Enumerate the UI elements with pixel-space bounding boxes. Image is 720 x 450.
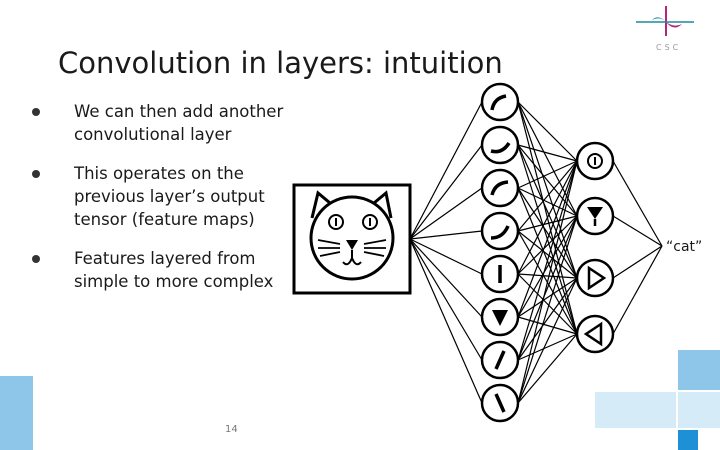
csc-logo: CSC bbox=[636, 6, 694, 52]
layer1-to-layer2-edge bbox=[517, 277, 578, 404]
deco-square-mid bbox=[678, 350, 720, 390]
cat-mouth bbox=[342, 255, 362, 266]
layer1-node-line bbox=[480, 254, 520, 294]
layer1-to-layer2-edge bbox=[517, 160, 578, 189]
layer2-node-eye bbox=[575, 141, 615, 181]
layer1-to-layer2-edge bbox=[517, 215, 578, 232]
layer1-to-layer2-edge bbox=[517, 333, 578, 361]
curve-icon bbox=[490, 225, 510, 240]
bullet-dot bbox=[32, 108, 40, 116]
layer1-to-layer2-edge bbox=[517, 316, 578, 335]
layer1-to-layer2-edge bbox=[517, 215, 578, 318]
layer1-to-layer2-edge bbox=[517, 215, 578, 361]
layer2-node-nose bbox=[575, 196, 615, 236]
slide-title: Convolution in layers: intuition bbox=[58, 46, 503, 80]
cat-face bbox=[309, 195, 395, 281]
layer1-to-layer2-edge bbox=[517, 101, 578, 217]
deco-square-dark bbox=[678, 430, 698, 450]
layer1-node-line bbox=[480, 383, 520, 423]
image-to-layer1-edge bbox=[409, 230, 483, 240]
image-to-layer1-edge bbox=[409, 101, 483, 240]
triangle-right-icon bbox=[587, 265, 607, 291]
triangle-left-icon bbox=[583, 321, 603, 347]
layer1-to-layer2-edge bbox=[517, 144, 578, 279]
layer1-to-layer2-edge bbox=[517, 215, 578, 275]
triangle-down-icon bbox=[492, 310, 508, 326]
bullet-list: We can then add another convolutional la… bbox=[28, 100, 298, 309]
layer2-node-ear-right bbox=[575, 258, 615, 298]
cat-whiskers bbox=[317, 239, 387, 257]
logo-swirl-icon bbox=[652, 17, 666, 22]
layer1-nodes bbox=[480, 82, 520, 423]
layer1-node-curve bbox=[480, 168, 520, 208]
network-edges bbox=[409, 101, 663, 404]
layer1-to-layer2-edge bbox=[517, 230, 578, 279]
layer1-to-layer2-edge bbox=[517, 160, 578, 404]
bullet-item: Features layered from simple to more com… bbox=[28, 247, 298, 293]
layer1-to-layer2-edge bbox=[517, 160, 578, 232]
image-to-layer1-edge bbox=[409, 144, 483, 240]
layer1-to-layer2-edge bbox=[517, 215, 578, 404]
image-to-layer1-edge bbox=[409, 238, 483, 361]
image-to-layer1-edge bbox=[409, 238, 483, 275]
layer1-to-layer2-edge bbox=[517, 144, 578, 162]
output-label: “cat” bbox=[666, 239, 702, 255]
layer2-nodes bbox=[575, 141, 615, 354]
layer1-to-layer2-edge bbox=[517, 144, 578, 217]
bullet-dot bbox=[32, 170, 40, 178]
layer1-to-layer2-edge bbox=[517, 277, 578, 318]
layer2-to-output-edge bbox=[612, 215, 663, 247]
layer1-to-layer2-edge bbox=[517, 160, 578, 275]
bullet-dot bbox=[32, 255, 40, 263]
bullet-text: Features layered from simple to more com… bbox=[74, 249, 274, 291]
layer1-to-layer2-edge bbox=[517, 160, 578, 361]
layer1-node-curve bbox=[480, 211, 520, 251]
curve-icon bbox=[490, 142, 511, 154]
layer1-node-curve bbox=[480, 125, 520, 165]
cat-image bbox=[292, 183, 412, 295]
curve-icon bbox=[490, 180, 509, 196]
bullet-text: This operates on the previous layer’s ou… bbox=[74, 164, 265, 229]
layer2-to-output-edge bbox=[612, 160, 663, 247]
logo-swirl-icon bbox=[666, 22, 682, 28]
page-number: 14 bbox=[225, 424, 238, 435]
layer1-to-layer2-edge bbox=[517, 160, 578, 318]
layer1-node-curve bbox=[480, 82, 520, 122]
slash-icon bbox=[494, 350, 506, 370]
bullet-text: We can then add another convolutional la… bbox=[74, 102, 284, 144]
layer1-to-layer2-edge bbox=[517, 273, 578, 279]
deco-square-left bbox=[0, 376, 33, 450]
layer1-to-layer2-edge bbox=[517, 277, 578, 361]
image-to-layer1-edge bbox=[409, 238, 483, 318]
layer2-to-output-edge bbox=[612, 245, 663, 279]
layer1-node-triangle bbox=[480, 297, 520, 337]
bullet-item: We can then add another convolutional la… bbox=[28, 100, 298, 146]
deco-square-light bbox=[595, 392, 676, 428]
backslash-icon bbox=[494, 393, 506, 413]
layer1-to-layer2-edge bbox=[517, 187, 578, 279]
layer1-to-layer2-edge bbox=[517, 101, 578, 162]
layer1-to-layer2-edge bbox=[517, 273, 578, 335]
layer1-to-layer2-edge bbox=[517, 333, 578, 404]
image-to-layer1-edge bbox=[409, 187, 483, 240]
bullet-item: This operates on the previous layer’s ou… bbox=[28, 162, 298, 231]
layer2-node-ear-left bbox=[575, 314, 615, 354]
layer1-to-layer2-edge bbox=[517, 187, 578, 217]
image-to-layer1-edge bbox=[409, 238, 483, 404]
logo-text: CSC bbox=[656, 43, 681, 52]
deco-square-light bbox=[678, 392, 720, 428]
nose-icon bbox=[587, 207, 603, 219]
layer2-to-output-edge bbox=[612, 245, 663, 335]
cat-nose bbox=[346, 240, 358, 250]
layer1-node-line bbox=[480, 340, 520, 380]
curve-icon bbox=[490, 94, 507, 111]
